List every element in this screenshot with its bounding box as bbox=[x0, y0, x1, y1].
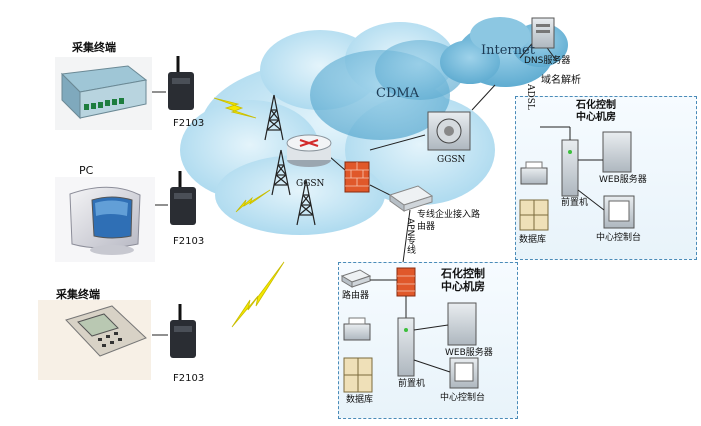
bottom-center-title-line2: 中心机房 bbox=[441, 279, 485, 293]
bottom-front-end-label: 前置机 bbox=[398, 379, 426, 389]
firewall-icon bbox=[344, 161, 370, 193]
top-web-server-label: WEB服务器 bbox=[599, 175, 647, 185]
gsn-right-label: GGSN bbox=[437, 155, 466, 165]
bottom-web-server-icon bbox=[413, 302, 477, 346]
top-center-title-line2: 中心机房 bbox=[576, 111, 616, 123]
top-database-label: 数据库 bbox=[519, 235, 547, 245]
collector-device-bottom bbox=[38, 300, 151, 380]
apn-line-label: APN专线 bbox=[405, 218, 415, 255]
modem-label-2: F2103 bbox=[173, 236, 205, 247]
access-router-icon bbox=[388, 185, 434, 212]
top-server-rack-icon bbox=[540, 126, 579, 197]
bottom-database-label: 数据库 bbox=[346, 395, 374, 405]
dns-server-label: DNS服务器 bbox=[524, 56, 571, 66]
bottom-server-rack-icon bbox=[397, 317, 415, 377]
towers bbox=[264, 94, 316, 226]
wireless-links bbox=[213, 97, 285, 328]
bottom-router-label: 路由器 bbox=[342, 291, 370, 301]
bottom-center-title-line1: 石化控制 bbox=[441, 267, 485, 280]
adsl-label: ADSL bbox=[525, 84, 535, 110]
gsn-router-icon bbox=[286, 134, 332, 167]
top-center-title-line1: 石化控制 bbox=[576, 100, 616, 111]
ggsn-icon bbox=[427, 111, 471, 151]
modem-label-1: F2103 bbox=[173, 118, 205, 129]
bottom-firewall-icon bbox=[370, 267, 416, 318]
bottom-console-label: 中心控制台 bbox=[440, 393, 486, 403]
collector-bottom-label: 采集终端 bbox=[56, 288, 100, 301]
bottom-router-icon bbox=[340, 269, 372, 288]
collector-top-label: 采集终端 bbox=[72, 41, 116, 54]
internet-label: Internet bbox=[481, 43, 535, 58]
top-center-title: 石化控制 中心机房 bbox=[566, 100, 626, 123]
top-console-icon bbox=[577, 189, 635, 229]
bottom-web-server-label: WEB服务器 bbox=[445, 348, 493, 358]
bottom-center-title: 石化控制 中心机房 bbox=[432, 267, 494, 293]
modem-icons bbox=[168, 56, 196, 358]
top-database-icon bbox=[519, 199, 549, 231]
bottom-console-icon bbox=[413, 357, 479, 389]
top-printer-icon bbox=[520, 161, 548, 185]
bottom-printer-icon bbox=[343, 317, 371, 341]
gsn-left-label: GGSN bbox=[296, 179, 325, 189]
top-front-end-label: 前置机 bbox=[561, 198, 589, 208]
pc-device bbox=[55, 177, 155, 262]
bottom-database-icon bbox=[343, 357, 373, 393]
dns-server-icon bbox=[531, 17, 555, 49]
modem-label-3: F2103 bbox=[173, 373, 205, 384]
access-router-caption: 专线企业接入路由器 bbox=[417, 210, 481, 232]
top-console-label: 中心控制台 bbox=[596, 233, 642, 243]
domain-resolution-label: 域名解析 bbox=[541, 75, 581, 86]
collector-device-top bbox=[55, 57, 152, 130]
pc-label: PC bbox=[79, 164, 94, 177]
cdma-label: CDMA bbox=[376, 86, 420, 101]
top-web-server-icon bbox=[578, 131, 632, 173]
